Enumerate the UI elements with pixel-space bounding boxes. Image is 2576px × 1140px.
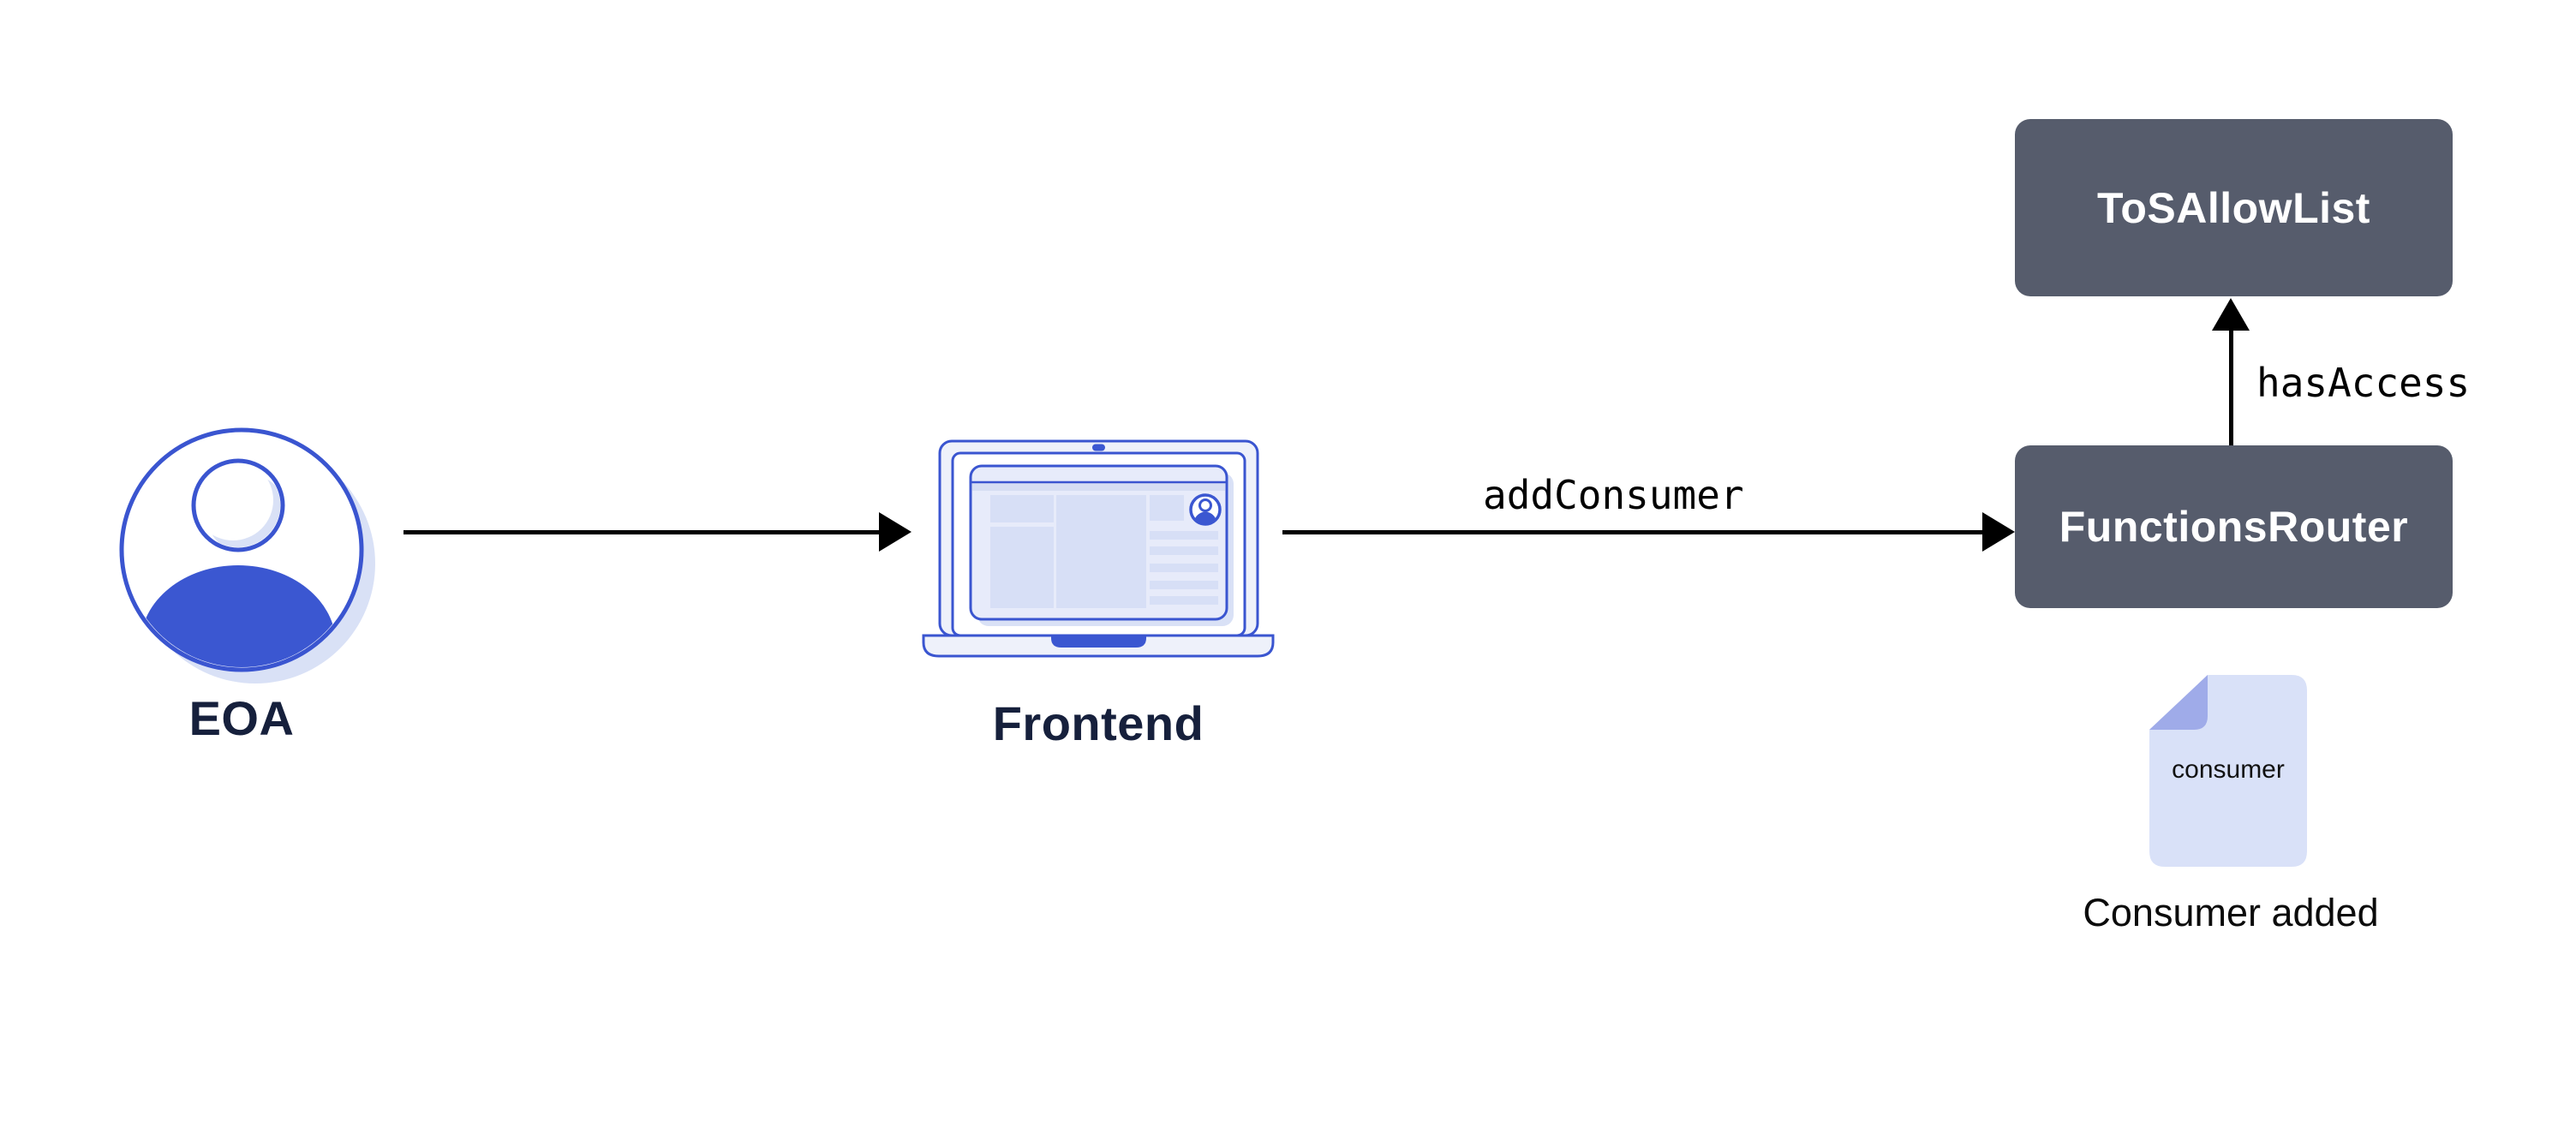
functionsrouter-label: FunctionsRouter [2059, 503, 2409, 551]
arrow-shaft [403, 530, 880, 534]
document-label: consumer [2172, 755, 2285, 784]
arrowhead-icon [879, 512, 911, 552]
node-tosallowlist: ToSAllowList [2015, 119, 2453, 296]
laptop-icon [922, 439, 1275, 658]
tosallowlist-label: ToSAllowList [2097, 183, 2370, 232]
frontend-label: Frontend [992, 696, 1204, 750]
edge-label-addconsumer: addConsumer [1483, 472, 1744, 518]
arrowhead-icon [1982, 512, 2015, 552]
arrowhead-icon [2212, 298, 2250, 331]
document-icon [2149, 675, 2307, 867]
consumer-added-caption: Consumer added [2083, 891, 2379, 934]
node-functionsrouter: FunctionsRouter [2015, 445, 2453, 608]
browser-user-icon [1189, 493, 1222, 526]
edge-label-hasaccess: hasAccess [2256, 360, 2471, 406]
user-avatar-icon [119, 427, 375, 683]
arrow-shaft [1282, 530, 1983, 534]
arrow-shaft [2229, 329, 2233, 445]
eoa-label: EOA [188, 691, 295, 745]
